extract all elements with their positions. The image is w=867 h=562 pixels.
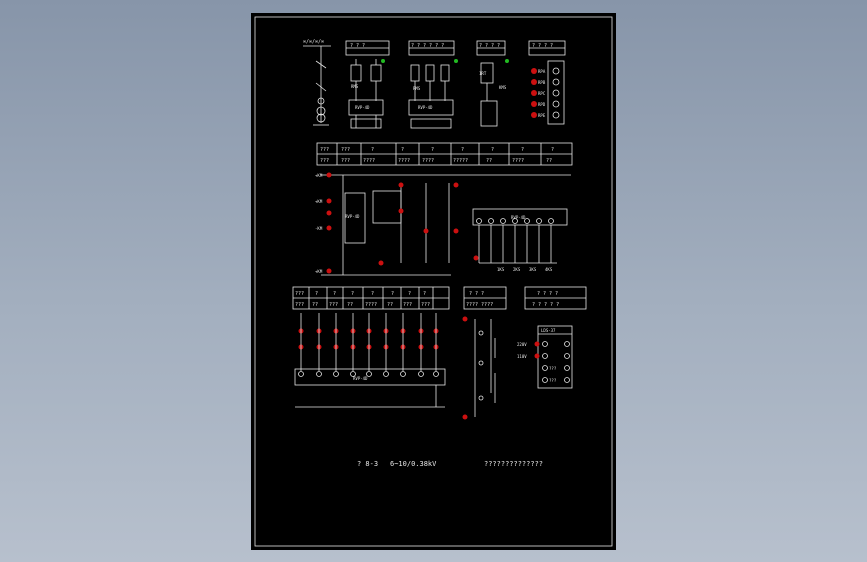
bm-table-r2: ???? ???? xyxy=(466,302,493,308)
ld-row-1: 220V xyxy=(517,342,527,347)
meter-row-4: RPD xyxy=(538,102,546,107)
bottom-mid-table: ? ? ? ???? ???? xyxy=(463,286,507,310)
bl-relay-box: RVP-4D xyxy=(353,376,368,381)
bus-label-4: 4KS xyxy=(545,267,553,272)
bottom-left-circuit: RVP-4D xyxy=(294,313,446,408)
top-header-1: ? ? ? xyxy=(350,43,365,49)
bl-table-cell: ? xyxy=(333,291,336,297)
bl-table-cell: ??? xyxy=(295,291,304,297)
feeder-label: ∞/∞/∞/∞ xyxy=(303,39,324,45)
br-table-r2: ? ? ? ? ? xyxy=(532,302,559,308)
mid-table-cell: ? xyxy=(431,147,434,153)
sheet-border xyxy=(254,16,613,547)
mid-term-4: +KM xyxy=(315,269,323,274)
bus-label-3: 3KS xyxy=(529,267,537,272)
top-header-2: ? ? ? ? ? ? xyxy=(411,43,444,49)
mid-table-cell: ???? xyxy=(422,158,434,164)
drawing-canvas: ∞/∞/∞/∞ ? ? ? ? ? ? ? ? ? ? ? ? ? ? ? ? … xyxy=(254,16,613,547)
mid-right-relay: RVP-4D xyxy=(511,215,526,220)
mid-table-cell: ???? xyxy=(512,158,524,164)
relay-group-1: RMS RVP-4D xyxy=(348,59,385,129)
bl-table-cell: ??? xyxy=(295,302,304,308)
top-header-3: ? ? ? ? xyxy=(479,43,500,49)
top-header-4: ? ? ? ? xyxy=(532,43,553,49)
prot-box-2: RVP-4D xyxy=(418,105,433,110)
ld-panel: LDS-37 220V 110V ??? ??? xyxy=(517,325,573,389)
caption-right: ?????????????? xyxy=(484,460,543,468)
bl-table-cell: ??? xyxy=(421,302,430,308)
meter-panel: RPA RPB RPC RPD RPE xyxy=(531,60,565,125)
bl-table-cell: ??? xyxy=(403,302,412,308)
caption-left: ? 8-3 xyxy=(357,460,378,468)
relay-label-4: KMS xyxy=(499,85,507,90)
mid-term-1: +KM xyxy=(315,173,323,178)
bl-table-cell: ? xyxy=(391,291,394,297)
bus-label-1: 1KS xyxy=(497,267,505,272)
caption-mid: 6~10/0.38kV xyxy=(390,460,437,468)
mid-table-cell: ? xyxy=(551,147,554,153)
bl-table-cell: ??? xyxy=(329,302,338,308)
mid-relay-box: RVP-4D xyxy=(345,214,360,219)
bl-table-cell: ? xyxy=(408,291,411,297)
middle-table: ??? ??? ??? ??? ? ???? ? ???? ? ???? ? ?… xyxy=(316,142,573,166)
bus-label-2: 2KS xyxy=(513,267,521,272)
ld-panel-title: LDS-37 xyxy=(541,328,556,333)
bottom-mid-circuit xyxy=(462,316,496,420)
bl-table-cell: ?? xyxy=(312,302,318,308)
bottom-right-table: ? ? ? ? ? ? ? ? ? xyxy=(524,286,587,310)
relay-label-3: 1RT xyxy=(479,71,487,76)
mid-table-r2: ??? xyxy=(320,158,329,164)
control-circuit: RVP-4D +KM +KM -KM +KM RVP-4D 1KS 2KS xyxy=(315,172,571,276)
mid-table-cell: ? xyxy=(521,147,524,153)
feeder-schematic: ∞/∞/∞/∞ xyxy=(303,39,331,126)
mid-table-cell: ??? xyxy=(341,147,350,153)
bottom-left-table: ??? ??? ? ?? ? ??? ? ?? ? ???? ? ?? ? ??… xyxy=(292,286,450,310)
bl-table-cell: ? xyxy=(371,291,374,297)
mid-table-cell: ??? xyxy=(341,158,350,164)
ld-row-2: 110V xyxy=(517,354,527,359)
bl-table-cell: ???? xyxy=(365,302,377,308)
bl-table-cell: ? xyxy=(315,291,318,297)
bm-table-r1: ? ? ? xyxy=(469,291,484,297)
bl-table-cell: ?? xyxy=(347,302,353,308)
drawing-sheet: ∞/∞/∞/∞ ? ? ? ? ? ? ? ? ? ? ? ? ? ? ? ? … xyxy=(251,13,616,550)
bl-table-cell: ? xyxy=(423,291,426,297)
mid-table-cell: ?? xyxy=(486,158,492,164)
mid-table-cell: ????? xyxy=(453,158,468,164)
br-table-r1: ? ? ? ? xyxy=(537,291,558,297)
ld-row-3: ??? xyxy=(549,366,557,371)
relay-label-2: RMS xyxy=(413,86,421,91)
relay-label-1: RMS xyxy=(351,84,359,89)
mid-table-cell: ? xyxy=(491,147,494,153)
relay-group-2: RMS RVP-4D xyxy=(408,59,458,129)
mid-table-r1: ??? xyxy=(320,147,329,153)
mid-table-cell: ? xyxy=(371,147,374,153)
meter-row-2: RPB xyxy=(538,80,546,85)
top-headers: ? ? ? ? ? ? ? ? ? ? ? ? ? ? ? ? ? xyxy=(345,40,566,56)
relay-group-3: 1RT KMS xyxy=(479,59,509,127)
mid-table-cell: ? xyxy=(461,147,464,153)
bl-table-cell: ?? xyxy=(387,302,393,308)
mid-table-cell: ? xyxy=(401,147,404,153)
mid-term-2: +KM xyxy=(315,199,323,204)
meter-row-1: RPA xyxy=(538,69,546,74)
mid-table-cell: ???? xyxy=(398,158,410,164)
ld-row-4: ??? xyxy=(549,378,557,383)
prot-box-1: RVP-4D xyxy=(355,105,370,110)
meter-row-3: RPC xyxy=(538,91,546,96)
mid-table-cell: ???? xyxy=(363,158,375,164)
meter-row-5: RPE xyxy=(538,113,546,118)
bl-table-cell: ? xyxy=(351,291,354,297)
mid-table-cell: ?? xyxy=(546,158,552,164)
mid-term-3: -KM xyxy=(315,226,323,231)
